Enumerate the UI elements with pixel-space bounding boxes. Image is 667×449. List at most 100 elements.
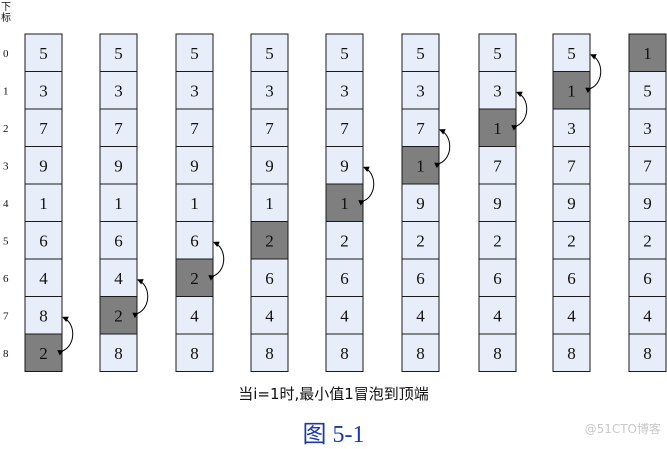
swap-arrows: [57, 54, 602, 356]
array-cell-value: 3: [340, 81, 349, 100]
array-cell-value: 8: [643, 344, 652, 363]
array-cell-value: 9: [493, 194, 502, 213]
array-cell-value: 6: [416, 269, 425, 288]
array-cell: [250, 183, 289, 222]
array-cell: [24, 221, 63, 260]
array-cell-value: 2: [190, 269, 199, 288]
array-cell-value: 4: [643, 306, 652, 325]
array-cell: [478, 33, 517, 72]
array-cell-value: 9: [39, 156, 48, 175]
swap-arrow: [511, 91, 528, 131]
array-columns: 5379164825379164285379162485379126485379…: [24, 33, 667, 372]
array-cell: [401, 333, 440, 372]
array-cell-value: 7: [643, 156, 652, 175]
array-cell: [325, 221, 364, 260]
index-label: 0: [3, 48, 9, 60]
array-cell: [99, 333, 138, 372]
index-header-char-1: 下: [1, 2, 11, 13]
array-cell-value: 4: [567, 306, 576, 325]
array-cell-value: 9: [340, 156, 349, 175]
array-cell-value: 1: [265, 194, 274, 213]
array-cell-value: 6: [39, 231, 48, 250]
array-cell: [401, 221, 440, 260]
array-cell: [552, 33, 591, 72]
array-cell: [628, 333, 667, 372]
array-cell: [552, 146, 591, 185]
array-cell: [175, 33, 214, 72]
swap-arrow: [434, 129, 451, 169]
array-cell: [99, 33, 138, 72]
swap-arrow: [208, 241, 225, 281]
array-cell: [478, 258, 517, 297]
array-cell-value: 3: [190, 81, 199, 100]
array-cell-value: 7: [190, 119, 199, 138]
array-cell-value: 5: [340, 44, 349, 63]
figure-label: 图 5-1: [302, 422, 365, 448]
array-cell: [250, 333, 289, 372]
array-cell-value: 8: [567, 344, 576, 363]
array-cell-value: 2: [340, 231, 349, 250]
array-cell: [250, 33, 289, 72]
array-cell-value: 8: [114, 344, 123, 363]
index-label: 5: [3, 235, 9, 247]
array-cell-value: 9: [416, 194, 425, 213]
array-cell: [401, 296, 440, 335]
array-cell-value: 6: [643, 269, 652, 288]
array-cell-value: 5: [265, 44, 274, 63]
array-cell-value: 3: [493, 81, 502, 100]
index-label: 8: [3, 348, 9, 360]
array-cell-value: 2: [416, 231, 425, 250]
array-cell-value: 3: [39, 81, 48, 100]
array-cell: [478, 221, 517, 260]
watermark: @51CTO博客: [584, 422, 661, 436]
array-cell: [552, 333, 591, 372]
index-header-char-2: 标: [1, 13, 11, 24]
array-cell: [628, 71, 667, 110]
array-cell-value: 3: [643, 119, 652, 138]
array-cell-highlighted: [99, 296, 138, 335]
array-cell: [478, 146, 517, 185]
array-cell-value: 7: [340, 119, 349, 138]
array-cell: [628, 146, 667, 185]
array-cell-value: 4: [190, 306, 199, 325]
array-cell-value: 5: [190, 44, 199, 63]
array-cell-value: 2: [39, 344, 48, 363]
array-cell: [628, 221, 667, 260]
array-cell-value: 4: [265, 306, 274, 325]
array-cell-value: 6: [190, 231, 199, 250]
array-cell-value: 6: [567, 269, 576, 288]
array-cell-value: 6: [265, 269, 274, 288]
array-cell: [325, 296, 364, 335]
array-cell: [99, 71, 138, 110]
array-cell-value: 2: [265, 231, 274, 250]
array-cell: [99, 221, 138, 260]
index-label: 3: [3, 160, 9, 172]
array-cell: [24, 71, 63, 110]
array-cell: [401, 108, 440, 147]
index-label: 7: [3, 310, 9, 322]
array-cell: [628, 183, 667, 222]
swap-arrow: [358, 166, 375, 206]
array-cell: [175, 296, 214, 335]
array-cell-value: 9: [643, 194, 652, 213]
array-cell: [628, 296, 667, 335]
array-cell: [99, 108, 138, 147]
array-cell: [99, 146, 138, 185]
array-cell-value: 3: [114, 81, 123, 100]
array-cell-value: 6: [493, 269, 502, 288]
array-cell: [250, 146, 289, 185]
array-cell-value: 8: [190, 344, 199, 363]
array-cell-value: 8: [416, 344, 425, 363]
array-cell: [401, 183, 440, 222]
array-cell: [478, 71, 517, 110]
array-cell: [478, 333, 517, 372]
array-cell-value: 7: [265, 119, 274, 138]
array-cell-highlighted: [628, 33, 667, 72]
array-cell-value: 1: [114, 194, 123, 213]
